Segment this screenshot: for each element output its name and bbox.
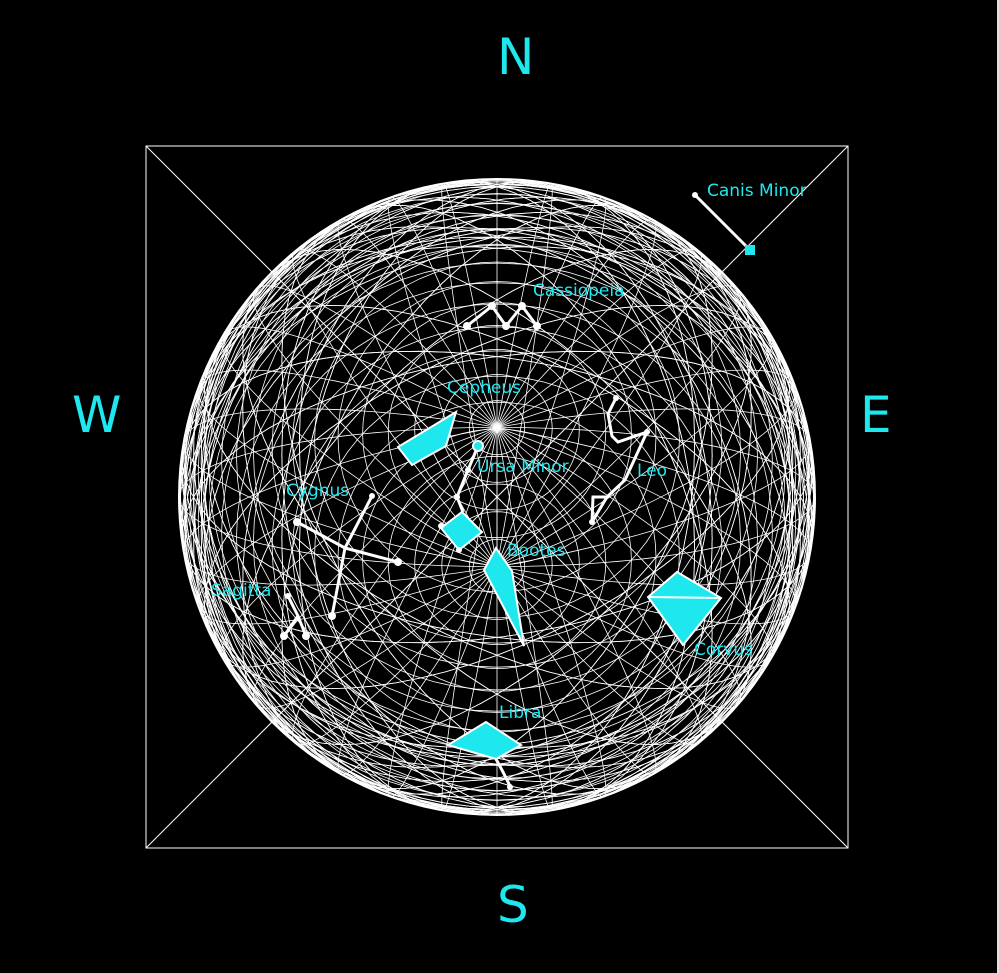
constellation-ursa-minor[interactable]: Ursa Minor — [438, 440, 569, 553]
label-ursa-minor: Ursa Minor — [477, 457, 569, 477]
label-canis-minor: Canis Minor — [707, 181, 807, 201]
constellation-cygnus[interactable]: Cygnus — [286, 481, 402, 620]
constellation-bootes[interactable]: Bootes — [482, 541, 566, 647]
constellation-sagitta[interactable]: Sagitta — [211, 581, 310, 640]
constellation-cassiopeia[interactable]: Cassiopeia — [463, 281, 625, 330]
direction-south: S — [497, 876, 529, 934]
label-cygnus: Cygnus — [286, 481, 349, 501]
label-corvus: Corvus — [694, 640, 753, 660]
celestial-sphere-wireframe — [178, 178, 816, 816]
label-cassiopeia: Cassiopeia — [533, 281, 625, 301]
direction-west: W — [72, 386, 122, 444]
constellation-corvus[interactable]: Corvus — [646, 570, 753, 660]
label-leo: Leo — [637, 461, 667, 481]
label-sagitta: Sagitta — [211, 581, 271, 601]
constellation-leo[interactable]: Leo — [589, 395, 667, 525]
direction-east: E — [860, 386, 892, 444]
window-edge — [997, 0, 999, 973]
constellation-libra[interactable]: Libra — [445, 703, 541, 790]
direction-north: N — [497, 28, 535, 86]
label-bootes: Bootes — [507, 541, 566, 561]
label-libra: Libra — [499, 703, 541, 723]
constellation-cepheus[interactable]: Cepheus — [396, 378, 521, 467]
constellation-canis-minor[interactable]: Canis Minor — [692, 181, 807, 255]
label-cepheus: Cepheus — [447, 378, 521, 398]
